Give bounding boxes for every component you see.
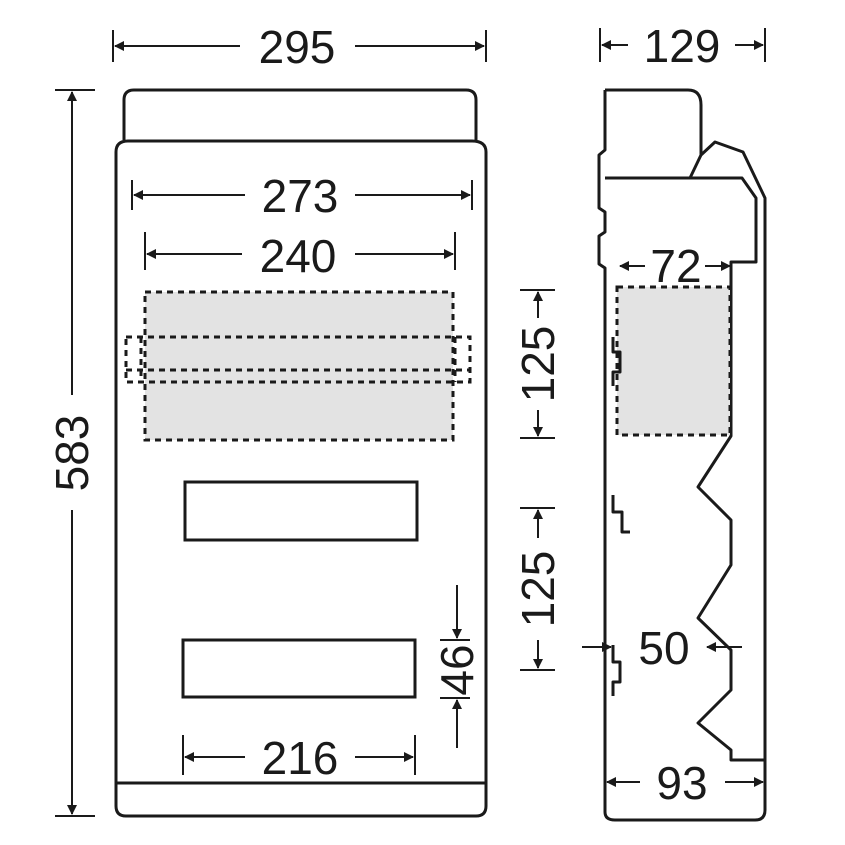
side-rail-clip-2 (611, 495, 630, 534)
dim-inner-width: 273 (131, 170, 473, 222)
label-273: 273 (262, 170, 339, 222)
side-rail-clip-3 (611, 645, 622, 696)
dim-width-front: 295 (112, 21, 487, 73)
dim-height-total: 583 (46, 89, 98, 817)
dim-cutout-height: 46 (431, 585, 483, 748)
label-216: 216 (262, 732, 339, 784)
label-583: 583 (46, 415, 98, 492)
side-rail-clip-1 (611, 337, 622, 386)
dim-base-depth: 93 (606, 757, 764, 809)
label-46: 46 (431, 644, 483, 695)
side-profile (597, 88, 767, 822)
side-view (597, 88, 767, 822)
label-295: 295 (259, 21, 336, 73)
label-93: 93 (656, 757, 707, 809)
label-129: 129 (644, 20, 721, 72)
cutout-slot-2 (181, 638, 417, 699)
dim-module-depth: 72 (619, 240, 731, 292)
module-area (143, 290, 455, 442)
front-lid (122, 88, 478, 140)
dim-rail-depth: 50 (582, 622, 742, 674)
side-module-area (615, 285, 732, 437)
cutout-slot-1 (183, 480, 419, 542)
din-rail (124, 335, 472, 384)
front-view (114, 88, 488, 818)
dim-row-pitch-1: 125 (512, 289, 564, 439)
label-240: 240 (260, 230, 337, 282)
label-50: 50 (638, 622, 689, 674)
dim-cutout-width: 216 (182, 732, 416, 784)
label-72: 72 (650, 240, 701, 292)
dim-din-rail-length: 240 (144, 230, 456, 282)
label-125-lower: 125 (512, 551, 564, 628)
label-125-upper: 125 (512, 326, 564, 403)
front-body (114, 139, 488, 818)
dim-depth-total: 129 (599, 20, 766, 72)
dim-row-pitch-2: 125 (512, 507, 564, 671)
